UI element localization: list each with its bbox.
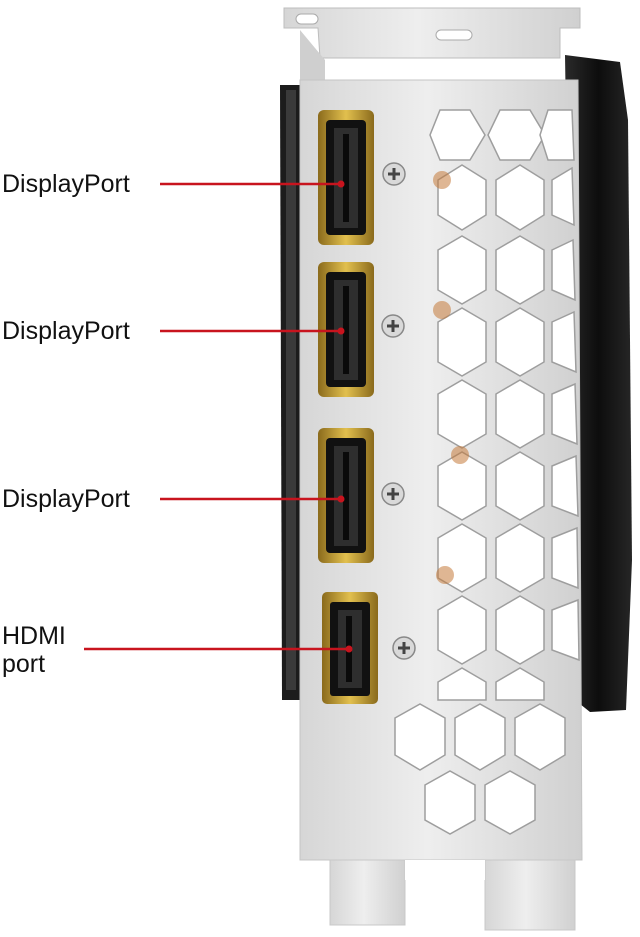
screw-icon-2 xyxy=(381,314,405,338)
screw-icon-1 xyxy=(382,162,406,186)
label-displayport-3: DisplayPort xyxy=(2,485,130,513)
bracket-bottom-notch xyxy=(405,860,485,880)
displayport-connector-3 xyxy=(318,428,374,563)
leader-lines xyxy=(84,180,353,653)
label-displayport-2: DisplayPort xyxy=(2,317,130,345)
label-displayport-1: DisplayPort xyxy=(2,170,130,198)
card-shroud-right xyxy=(565,55,632,712)
vent-hexagons xyxy=(394,109,580,835)
screw-icon-4 xyxy=(392,636,416,660)
bracket-top-bend xyxy=(300,30,325,80)
bracket-bottom-leg-right xyxy=(484,859,576,931)
bracket-top-slot-2 xyxy=(435,29,473,41)
screw-icon-3 xyxy=(381,482,405,506)
bracket-bottom-leg-left xyxy=(329,859,406,926)
label-hdmi-port: HDMI port xyxy=(2,622,66,678)
bracket-top-slot xyxy=(295,13,319,25)
displayport-connector-2 xyxy=(318,262,374,397)
bracket-top-tab xyxy=(283,7,581,59)
card-shroud-left-inner xyxy=(286,90,296,690)
heatpipes xyxy=(433,171,469,584)
displayport-connector-1 xyxy=(318,110,374,245)
